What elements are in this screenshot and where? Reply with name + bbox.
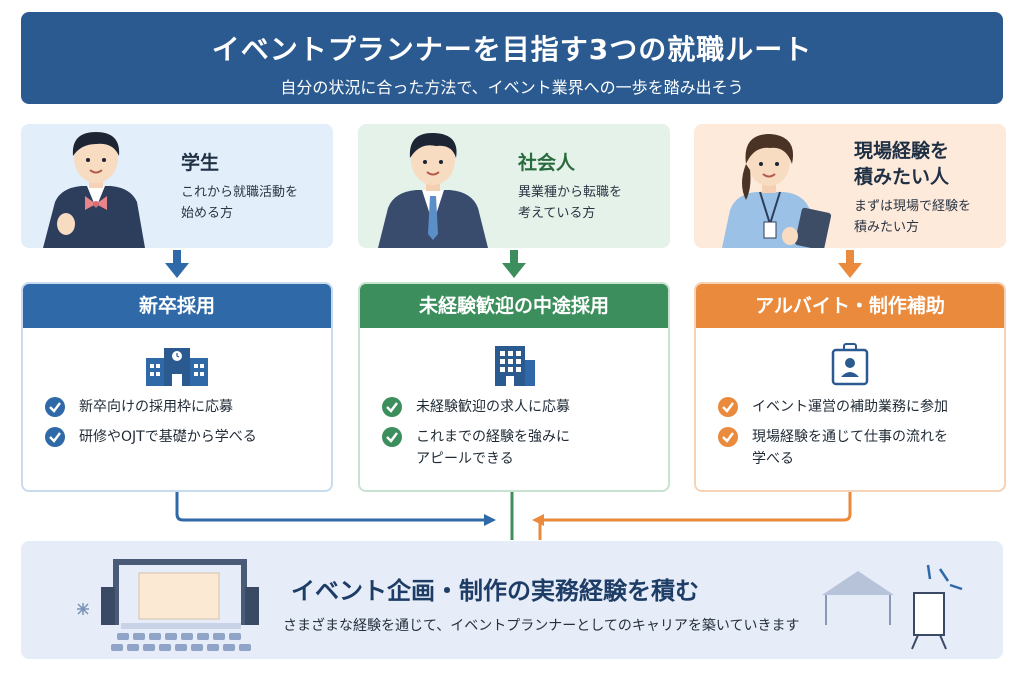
check-icon bbox=[718, 427, 738, 447]
route-list-item: イベント運営の補助業務に参加 bbox=[718, 396, 948, 418]
stage-illustration-icon bbox=[77, 559, 259, 651]
persona-working-adult-desc-1: 異業種から転職を bbox=[518, 185, 623, 200]
check-icon bbox=[45, 427, 65, 447]
connector-lines bbox=[175, 492, 852, 540]
item-text: 研修やOJTで基礎から学べる bbox=[79, 429, 257, 445]
item-text: これまでの経験を強みに bbox=[416, 429, 570, 445]
persona-student-desc-2: 始める方 bbox=[181, 206, 234, 221]
persona-working-adult-desc-2: 考えている方 bbox=[518, 206, 596, 221]
item-text: アピールできる bbox=[416, 451, 514, 467]
goal-banner: イベント企画・制作の実務経験を積む さまざまな経験を通じて、イベントプランナーと… bbox=[21, 541, 1003, 659]
tent-signboard-icon bbox=[822, 564, 963, 650]
persona-working-adult-title: 社会人 bbox=[518, 152, 576, 174]
persona-field-title-2: 積みたい人 bbox=[854, 166, 950, 188]
route-list-item: 研修やOJTで基礎から学べる bbox=[45, 426, 257, 448]
item-text: 学べる bbox=[752, 451, 794, 467]
check-icon bbox=[382, 397, 402, 417]
route-list-item: 新卒向けの採用枠に応募 bbox=[45, 396, 257, 418]
item-text: 未経験歓迎の求人に応募 bbox=[416, 399, 570, 415]
persona-student: 学生 これから就職活動を 始める方 bbox=[21, 124, 333, 248]
persona-working-adult: 社会人 異業種から転職を 考えている方 bbox=[358, 124, 670, 248]
persona-field-title-1: 現場経験を bbox=[854, 140, 950, 162]
route-list-item: 現場経験を通じて仕事の流れを 学べる bbox=[718, 426, 948, 470]
woman-clipboard-illustration-icon bbox=[722, 134, 832, 248]
down-arrow-icon bbox=[838, 250, 862, 278]
check-icon bbox=[45, 397, 65, 417]
route-card-new-graduate: 新卒採用 新卒向けの採用枠に応募 研修やOJTで基礎から学べる bbox=[21, 282, 333, 492]
persona-field-experience: 現場経験を 積みたい人 まずは現場で経験を 積みたい方 bbox=[694, 124, 1006, 248]
route-card-part-time: アルバイト・制作補助 イベント運営の補助業務に参加 現場経験を通じて仕事の流れを… bbox=[694, 282, 1006, 492]
check-icon bbox=[718, 397, 738, 417]
down-arrow-icon bbox=[502, 250, 526, 278]
persona-student-title: 学生 bbox=[181, 152, 220, 174]
persona-field-desc-2: 積みたい方 bbox=[854, 220, 920, 235]
down-arrow-icon bbox=[165, 250, 189, 278]
check-icon bbox=[382, 427, 402, 447]
route-list-item: 未経験歓迎の求人に応募 bbox=[382, 396, 570, 418]
route-title: 新卒採用 bbox=[23, 284, 331, 328]
route-card-mid-career: 未経験歓迎の中途採用 未経験歓迎の求人に応募 これまでの経験を強みに アピールで… bbox=[358, 282, 670, 492]
student-illustration-icon bbox=[43, 132, 145, 248]
persona-field-desc-1: まずは現場で経験を bbox=[854, 199, 972, 214]
id-badge-icon bbox=[831, 343, 869, 386]
school-building-icon bbox=[146, 348, 208, 386]
goal-title: イベント企画・制作の実務経験を積む bbox=[291, 577, 699, 605]
persona-student-desc-1: これから就職活動を bbox=[181, 185, 299, 200]
goal-description: さまざまな経験を通じて、イベントプランナーとしてのキャリアを築いていきます bbox=[283, 618, 800, 634]
route-list-item: これまでの経験を強みに アピールできる bbox=[382, 426, 570, 470]
item-text: 現場経験を通じて仕事の流れを bbox=[752, 429, 948, 445]
route-title: 未経験歓迎の中途採用 bbox=[360, 284, 668, 328]
page-title: イベントプランナーを目指す3つの就職ルート bbox=[211, 33, 813, 66]
item-text: 新卒向けの採用枠に応募 bbox=[79, 399, 233, 415]
header-banner: イベントプランナーを目指す3つの就職ルート 自分の状況に合った方法で、イベント業… bbox=[21, 12, 1003, 104]
route-title: アルバイト・制作補助 bbox=[696, 284, 1004, 328]
item-text: イベント運営の補助業務に参加 bbox=[752, 399, 948, 415]
businessman-illustration-icon bbox=[378, 132, 488, 248]
office-building-icon bbox=[495, 346, 535, 386]
page-subtitle: 自分の状況に合った方法で、イベント業界への一歩を踏み出そう bbox=[280, 78, 744, 97]
